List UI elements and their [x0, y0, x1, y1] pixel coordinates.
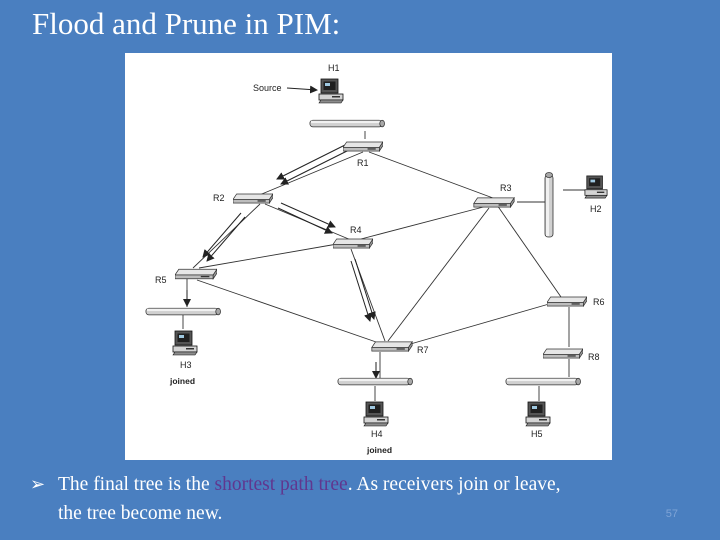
router-r3-label: R3 — [500, 183, 512, 193]
host-h1-label: H1 — [328, 63, 340, 73]
router-r2 — [233, 193, 273, 204]
bullet-text-end: . As receivers join or leave, — [347, 474, 561, 495]
slide-title: Flood and Prune in PIM: — [32, 6, 341, 41]
host-h3-status: joined — [169, 376, 195, 386]
host-h1-computer-icon — [318, 78, 344, 104]
bullet-highlight: shortest path tree — [214, 474, 348, 495]
host-h4-computer-icon — [363, 401, 389, 427]
host-h5-label: H5 — [531, 429, 543, 439]
router-r1-label: R1 — [357, 158, 369, 168]
host-h3-label: H3 — [180, 360, 192, 370]
source-label: Source — [253, 83, 282, 93]
router-r2-label: R2 — [213, 193, 225, 203]
network-diagram-svg: Source H1 H2 H3 joined H4 joined H5 R1 R… — [145, 63, 608, 455]
router-r4 — [333, 238, 373, 249]
router-r8-label: R8 — [588, 352, 600, 362]
network-diagram: Source H1 H2 H3 joined H4 joined H5 R1 R… — [125, 53, 612, 460]
lan-h2-hub — [544, 172, 554, 238]
router-r4-label: R4 — [350, 225, 362, 235]
lan-h3-hub — [145, 307, 221, 316]
host-h3-computer-icon — [172, 330, 198, 356]
bullet-text-start: The final tree is the — [58, 474, 215, 495]
router-r6 — [547, 296, 587, 307]
lan-h1-hub — [309, 119, 385, 128]
page-number: 57 — [665, 508, 678, 520]
host-h4-label: H4 — [371, 429, 383, 439]
host-h5-computer-icon — [525, 401, 551, 427]
router-r5-label: R5 — [155, 275, 167, 285]
lan-h4-hub — [337, 377, 413, 386]
network-links — [182, 131, 587, 401]
router-r7-label: R7 — [417, 345, 429, 355]
flow-arrows — [183, 85, 380, 379]
router-r6-label: R6 — [593, 297, 605, 307]
router-r7 — [371, 341, 413, 352]
lan-h5-hub — [505, 377, 581, 386]
router-r8 — [543, 348, 583, 359]
router-r3 — [473, 197, 515, 208]
arrow-bullet-icon: ➢ — [30, 474, 46, 495]
router-r1 — [343, 141, 383, 152]
bullet-point: ➢ The final tree is the shortest path tr… — [30, 470, 716, 528]
host-h4-status: joined — [366, 445, 392, 455]
host-h2-label: H2 — [590, 204, 602, 214]
bullet-line-1: The final tree is the shortest path tree… — [58, 470, 716, 499]
host-h2-computer-icon — [584, 175, 608, 199]
router-r5 — [175, 268, 217, 280]
bullet-line-2: the tree become new. — [58, 503, 223, 524]
